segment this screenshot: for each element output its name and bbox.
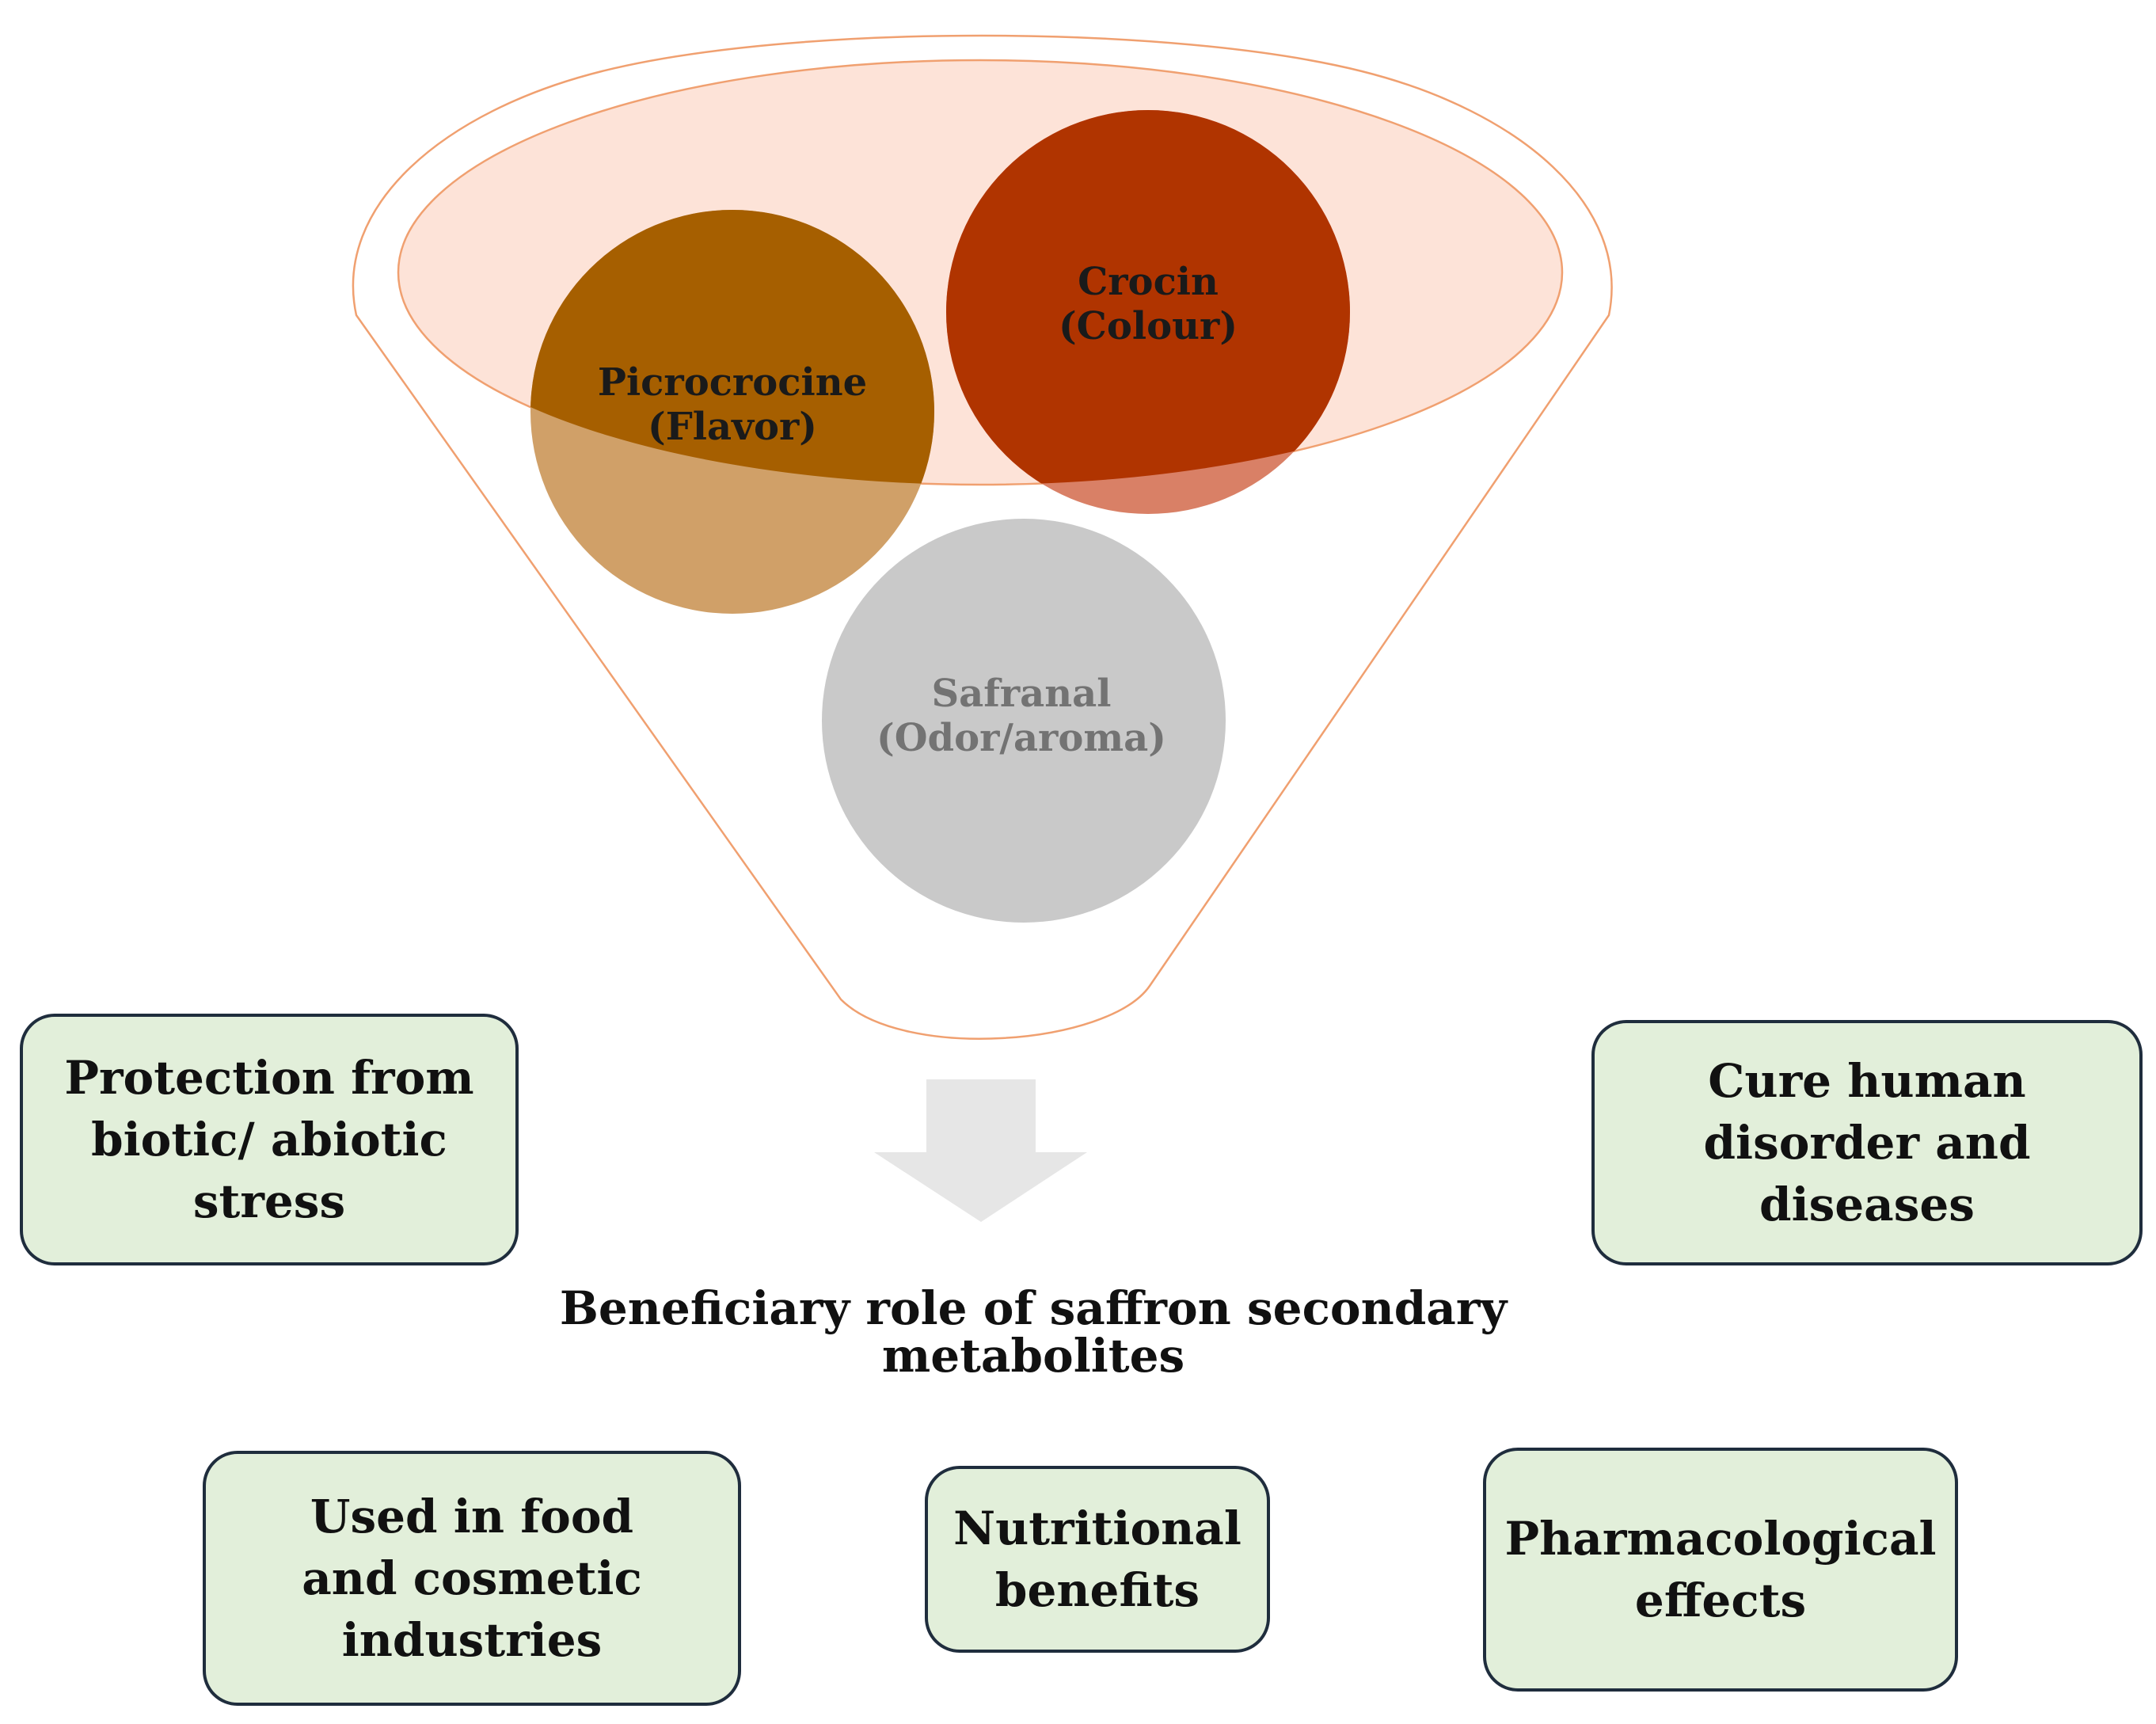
safranal-circle (822, 519, 1226, 923)
down-arrow-icon (874, 1079, 1087, 1222)
picrocrocine-circle-upper (530, 210, 934, 485)
benefit-box-food: Used in food and cosmetic industries (203, 1451, 741, 1706)
benefit-box-nutrition: Nutritional benefits (925, 1466, 1270, 1653)
benefit-box-pharma: Pharmacological effects (1483, 1448, 1958, 1692)
funnel-outline (352, 34, 1613, 1040)
center-title: Beneficiary role of saffron secondary me… (559, 1281, 1508, 1383)
benefit-box-protection: Protection from biotic/ abiotic stress (20, 1014, 519, 1265)
picrocrocine-label: Picrocrocine (Flavor) (597, 360, 868, 449)
benefit-box-cure: Cure human disorder and diseases (1591, 1020, 2143, 1265)
safranal-label: Safranal (Odor/aroma) (876, 672, 1166, 760)
crocin-circle-upper (946, 110, 1350, 485)
crocin-label: Crocin (Colour) (1058, 260, 1238, 348)
